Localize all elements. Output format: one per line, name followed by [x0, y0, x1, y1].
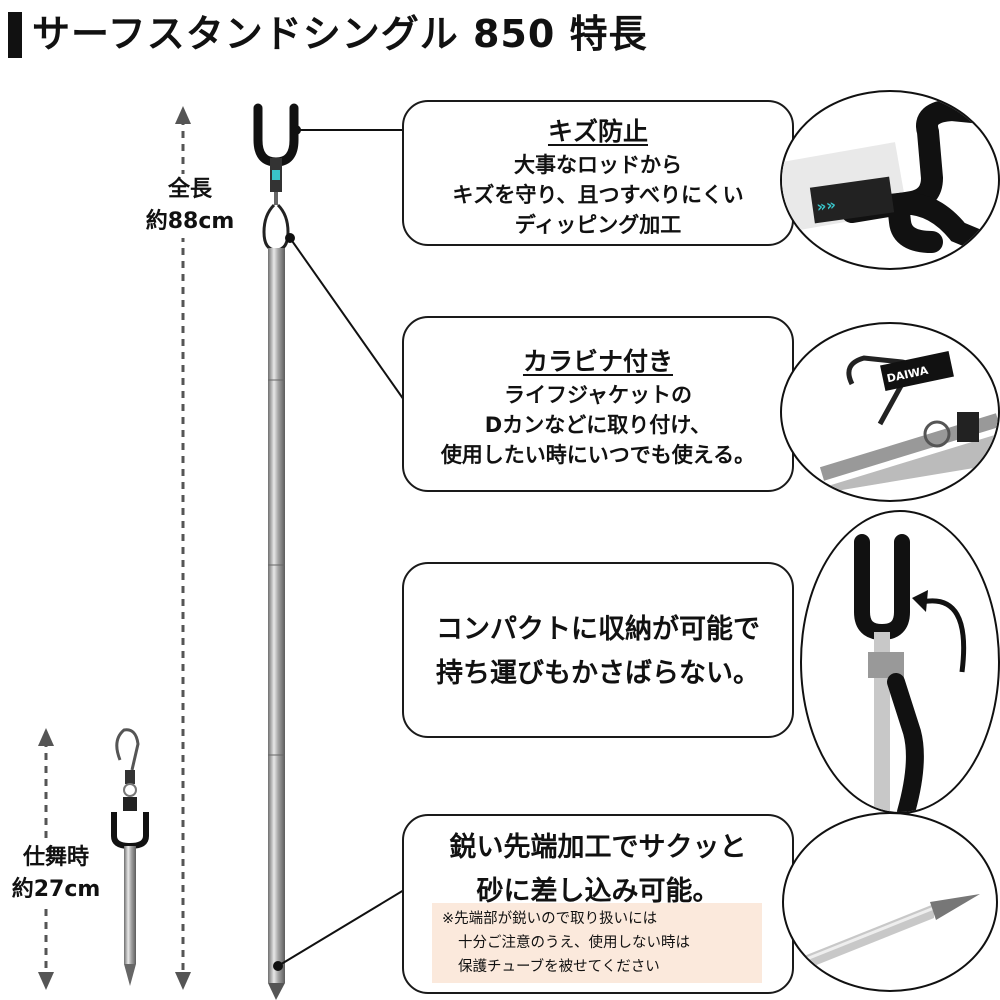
detail-carabiner-image: DAIWA	[780, 322, 1000, 502]
full-length-label: 全長 約88cm	[140, 174, 240, 238]
full-length-dimension-arrow	[175, 106, 191, 990]
callout-line: 砂に差し込み可能。	[476, 876, 720, 907]
stored-length-label: 仕舞時 約27cm	[2, 842, 110, 906]
callout-line: 持ち運びもかさばらない。	[436, 658, 760, 689]
stored-length-label-line1: 仕舞時	[22, 845, 89, 870]
callout-scratch-protection: キズ防止 大事なロッドから キズを守り、且つすべりにくい ディッピング加工	[402, 100, 794, 246]
callout-carabiner: カラビナ付き ライフジャケットの Dカンなどに取り付け、 使用したい時にいつでも…	[402, 316, 794, 492]
detail-rod-rest-image: »»	[780, 90, 1000, 270]
callout-line: Dカンなどに取り付け、	[484, 413, 712, 437]
extended-pole	[253, 103, 299, 1000]
caution-note-line: 保護チューブを被せてください	[458, 959, 660, 975]
detail-sharp-tip-image	[782, 812, 998, 992]
callout-line: キズを守り、且つすべりにくい	[452, 183, 744, 207]
caution-note: ※先端部が鋭いので取り扱いには 十分ご注意のうえ、使用しない時は 保護チューブを…	[432, 903, 762, 983]
full-length-label-line1: 全長	[167, 177, 212, 202]
callout-line: 使用したい時にいつでも使える。	[440, 443, 756, 467]
title-accent-bar	[8, 12, 22, 58]
callout-line: ライフジャケットの	[504, 383, 692, 407]
callout-line: 鋭い先端加工でサクッと	[449, 832, 747, 863]
page-title: サーフスタンドシングル 850 特長	[32, 12, 648, 56]
full-length-label-line2: 約88cm	[145, 209, 235, 234]
callout-title: カラビナ付き	[522, 347, 673, 376]
compact-pole	[111, 728, 149, 986]
stored-length-label-line2: 約27cm	[11, 877, 101, 902]
connector-lines	[273, 125, 405, 971]
brand-logo-text: »»	[815, 195, 837, 216]
detail-folding-image	[800, 510, 1000, 814]
caution-note-line: 十分ご注意のうえ、使用しない時は	[458, 935, 690, 951]
callout-line: コンパクトに収納が可能で	[436, 614, 760, 645]
callout-line: 大事なロッドから	[514, 153, 682, 177]
caution-note-line: ※先端部が鋭いので取り扱いには	[442, 911, 658, 927]
callout-title: キズ防止	[547, 117, 648, 146]
callout-line: ディッピング加工	[514, 213, 682, 237]
callout-compact: コンパクトに収納が可能で 持ち運びもかさばらない。	[402, 562, 794, 738]
